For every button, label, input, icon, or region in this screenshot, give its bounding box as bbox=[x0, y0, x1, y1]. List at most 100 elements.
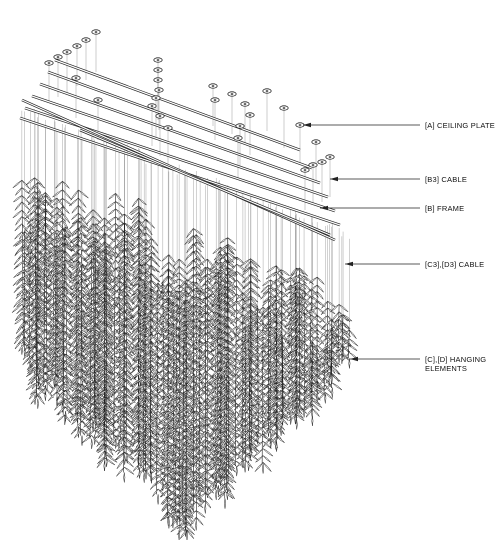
leaf bbox=[54, 256, 63, 266]
leaf bbox=[47, 363, 58, 373]
ceiling-plate-center bbox=[230, 93, 234, 95]
leaf bbox=[15, 246, 25, 255]
leaf bbox=[29, 250, 39, 261]
leaf bbox=[36, 210, 46, 219]
leaf bbox=[14, 201, 23, 211]
leaf bbox=[160, 275, 169, 284]
leaf bbox=[37, 190, 45, 200]
leaf-tip bbox=[298, 401, 301, 414]
leaf bbox=[78, 228, 85, 237]
leaf bbox=[62, 384, 71, 393]
label-hanging-elements: [C],[D] HANGING ELEMENTS bbox=[425, 355, 487, 373]
leaf bbox=[78, 252, 87, 261]
ceiling-plate-center bbox=[320, 161, 324, 163]
leaf bbox=[72, 289, 83, 297]
leaf bbox=[55, 180, 63, 189]
leaf bbox=[37, 372, 47, 381]
leaf bbox=[73, 368, 83, 376]
leaf bbox=[72, 391, 83, 399]
leaf bbox=[57, 368, 66, 377]
leaf bbox=[61, 219, 69, 230]
leaf bbox=[29, 387, 39, 396]
leaf bbox=[48, 294, 58, 303]
leaf-tip bbox=[215, 488, 218, 501]
leaf bbox=[48, 346, 56, 356]
leaf bbox=[12, 277, 23, 286]
leaf bbox=[115, 192, 122, 202]
hanging-elements-cluster bbox=[11, 177, 359, 541]
leaf bbox=[68, 403, 79, 411]
leaf bbox=[37, 365, 46, 376]
leaf-tip bbox=[204, 502, 207, 515]
leaf bbox=[31, 297, 39, 307]
leaf bbox=[30, 395, 39, 405]
leaf bbox=[28, 391, 36, 400]
leaf bbox=[159, 269, 170, 278]
leaf bbox=[57, 259, 66, 269]
leaf bbox=[23, 231, 31, 241]
leaf bbox=[77, 236, 88, 244]
leaf bbox=[31, 220, 40, 230]
leaf bbox=[28, 212, 39, 223]
ceiling-plate-center bbox=[238, 125, 242, 127]
leaf bbox=[18, 342, 26, 353]
leaf bbox=[168, 253, 176, 264]
leaf-tip bbox=[186, 529, 188, 541]
leaf bbox=[316, 284, 325, 293]
leaf bbox=[37, 313, 47, 321]
leaf bbox=[78, 197, 87, 208]
ceiling-plate-center bbox=[243, 103, 247, 105]
hanging-element-stem bbox=[62, 181, 64, 403]
leaf bbox=[13, 195, 23, 203]
leaf bbox=[72, 325, 83, 333]
leaf bbox=[56, 280, 66, 291]
ceiling-plate-center bbox=[236, 137, 240, 139]
leaf bbox=[77, 411, 86, 420]
leaf bbox=[39, 243, 47, 254]
leaf-tip bbox=[331, 386, 334, 399]
leader-arrowhead bbox=[350, 356, 358, 362]
leaf bbox=[71, 261, 80, 270]
leaf bbox=[235, 256, 246, 265]
leaf bbox=[48, 337, 56, 347]
leaf bbox=[74, 332, 83, 342]
leaf bbox=[55, 286, 64, 295]
leaf bbox=[262, 462, 272, 472]
leaf bbox=[46, 197, 58, 206]
label-b3-cable: [B3] CABLE bbox=[425, 175, 468, 184]
leaf bbox=[49, 206, 58, 215]
label-c3-d3-cable: [C3],[D3] CABLE bbox=[425, 260, 485, 269]
leaf bbox=[17, 336, 25, 345]
leaf bbox=[349, 329, 357, 339]
leaf bbox=[35, 297, 46, 307]
leaf bbox=[196, 510, 206, 518]
leaf bbox=[28, 372, 39, 381]
leaf bbox=[57, 228, 66, 237]
leaf bbox=[316, 276, 325, 286]
ceiling-plate-center bbox=[248, 114, 252, 116]
leaf bbox=[56, 360, 66, 368]
ceiling-plate-center bbox=[156, 59, 160, 61]
leaf bbox=[77, 212, 87, 221]
leaf bbox=[15, 239, 25, 247]
leaf bbox=[72, 273, 83, 282]
leaf bbox=[186, 259, 194, 269]
leaf bbox=[64, 266, 72, 276]
leaf bbox=[47, 373, 56, 382]
leaf bbox=[54, 293, 63, 304]
leaf bbox=[30, 374, 39, 385]
leaf bbox=[37, 395, 45, 405]
leaf bbox=[53, 198, 63, 206]
leaf bbox=[115, 452, 125, 461]
frame-bar-highlight bbox=[54, 59, 301, 151]
leaf bbox=[28, 267, 39, 277]
leaf bbox=[178, 258, 187, 267]
leaf-tip bbox=[262, 462, 264, 475]
leaf bbox=[54, 279, 63, 290]
leaf bbox=[151, 488, 159, 498]
leaf bbox=[58, 353, 66, 362]
leaf bbox=[62, 256, 73, 264]
leaf-tip bbox=[44, 384, 47, 397]
leaf bbox=[56, 414, 66, 423]
leaf bbox=[81, 280, 90, 290]
